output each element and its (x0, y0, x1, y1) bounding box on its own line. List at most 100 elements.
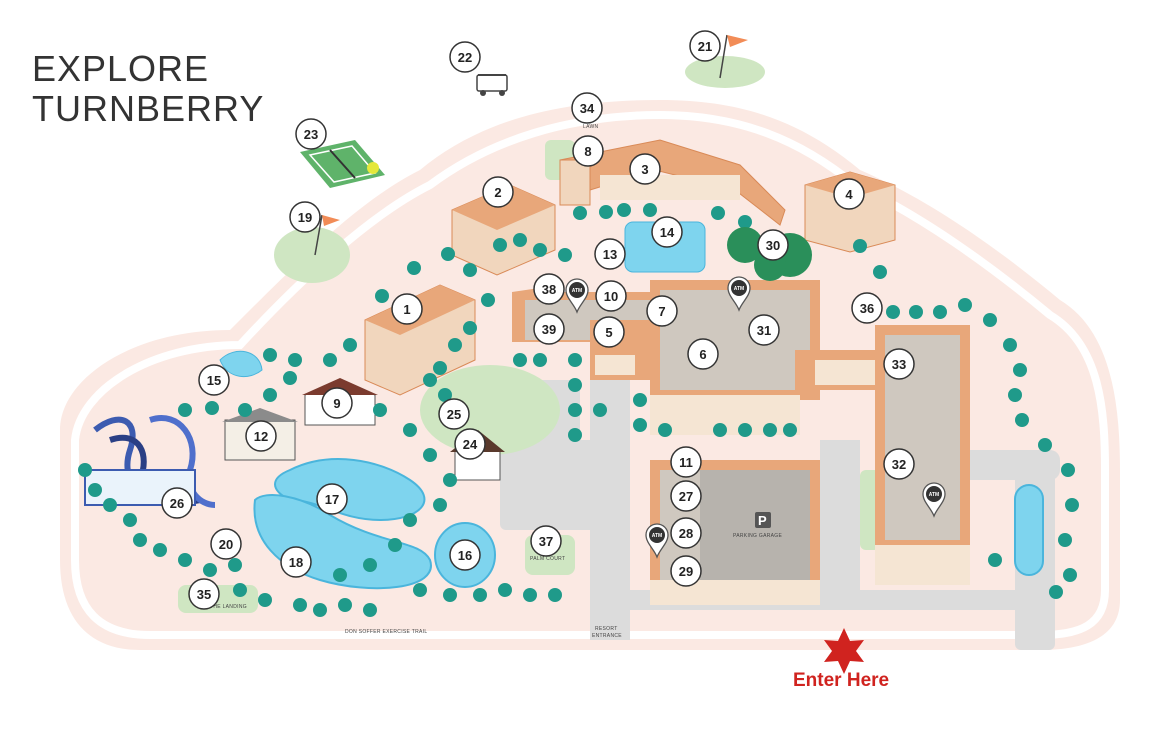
marker-number: 13 (603, 247, 617, 262)
atm-pin-icon[interactable]: ATM (565, 278, 589, 314)
marker-number: 39 (542, 322, 556, 337)
location-marker-24[interactable]: 24 (454, 428, 486, 460)
marker-number: 12 (254, 429, 268, 444)
location-marker-25[interactable]: 25 (438, 398, 470, 430)
atm-pin-icon[interactable]: ATM (922, 482, 946, 518)
location-marker-7[interactable]: 7 (646, 295, 678, 327)
marker-number: 6 (699, 347, 706, 362)
palm-tree-icon (123, 513, 137, 527)
marker-circle (210, 528, 242, 560)
marker-number: 28 (679, 526, 693, 541)
palm-tree-icon (573, 206, 587, 220)
map-title-line-1: EXPLORE (32, 48, 210, 89)
palm-tree-icon (1038, 438, 1052, 452)
palm-tree-icon (388, 538, 402, 552)
location-marker-11[interactable]: 11 (670, 446, 702, 478)
location-marker-34[interactable]: 34 (571, 92, 603, 124)
golf-cart-icon (476, 74, 508, 96)
location-marker-12[interactable]: 12 (245, 420, 277, 452)
location-marker-20[interactable]: 20 (210, 528, 242, 560)
palm-tree-icon (558, 248, 572, 262)
location-marker-13[interactable]: 13 (594, 238, 626, 270)
marker-number: 34 (580, 101, 595, 116)
location-marker-30[interactable]: 30 (757, 229, 789, 261)
marker-circle (851, 292, 883, 324)
location-marker-36[interactable]: 36 (851, 292, 883, 324)
marker-circle (533, 313, 565, 345)
location-marker-19[interactable]: 19 (289, 201, 321, 233)
palm-tree-icon (333, 568, 347, 582)
palm-tree-icon (738, 215, 752, 229)
location-marker-4[interactable]: 4 (833, 178, 865, 210)
location-marker-29[interactable]: 29 (670, 555, 702, 587)
location-marker-27[interactable]: 27 (670, 480, 702, 512)
marker-circle (670, 480, 702, 512)
location-marker-31[interactable]: 31 (748, 314, 780, 346)
palm-tree-icon (1003, 338, 1017, 352)
location-marker-8[interactable]: 8 (572, 135, 604, 167)
marker-number: 27 (679, 489, 693, 504)
location-marker-16[interactable]: 16 (449, 539, 481, 571)
palm-tree-icon (288, 353, 302, 367)
location-marker-39[interactable]: 39 (533, 313, 565, 345)
palm-tree-icon (783, 423, 797, 437)
palm-tree-icon (178, 553, 192, 567)
palm-tree-icon (443, 588, 457, 602)
location-marker-33[interactable]: 33 (883, 348, 915, 380)
location-marker-15[interactable]: 15 (198, 364, 230, 396)
location-marker-22[interactable]: 22 (449, 41, 481, 73)
atm-pin-icon[interactable]: ATM (645, 523, 669, 559)
location-marker-18[interactable]: 18 (280, 546, 312, 578)
location-marker-9[interactable]: 9 (321, 387, 353, 419)
atm-pins: ATM ATM ATM ATM (565, 276, 946, 559)
marker-number: 22 (458, 50, 472, 65)
resort-entrance-label-2: ENTRANCE (592, 633, 622, 639)
location-marker-21[interactable]: 21 (689, 30, 721, 62)
lawn-label: LAWN (583, 124, 599, 130)
location-marker-26[interactable]: 26 (161, 487, 193, 519)
palm-tree-icon (407, 261, 421, 275)
marker-circle (161, 487, 193, 519)
marker-circle (533, 273, 565, 305)
location-marker-10[interactable]: 10 (595, 280, 627, 312)
marker-number: 31 (757, 323, 771, 338)
palm-tree-icon (1058, 533, 1072, 547)
palm-tree-icon (433, 361, 447, 375)
location-marker-38[interactable]: 38 (533, 273, 565, 305)
location-marker-23[interactable]: 23 (295, 118, 327, 150)
svg-text:ATM: ATM (572, 288, 582, 294)
golf-flag-icon (719, 34, 748, 79)
marker-circle (670, 555, 702, 587)
atm-pin-icon[interactable]: ATM (727, 276, 751, 312)
marker-circle (316, 483, 348, 515)
perimeter-path (71, 110, 1109, 639)
palm-tree-icon (403, 513, 417, 527)
palm-tree-icon (568, 353, 582, 367)
location-marker-14[interactable]: 14 (651, 216, 683, 248)
marker-circle (883, 448, 915, 480)
location-marker-6[interactable]: 6 (687, 338, 719, 370)
palm-tree-icon (228, 558, 242, 572)
marker-circle (449, 539, 481, 571)
the-landing-label: THE LANDING (210, 604, 247, 610)
palm-tree-icon (423, 373, 437, 387)
location-marker-1[interactable]: 1 (391, 293, 423, 325)
palm-tree-icon (568, 403, 582, 417)
location-marker-2[interactable]: 2 (482, 176, 514, 208)
location-marker-17[interactable]: 17 (316, 483, 348, 515)
palm-tree-icon (1065, 498, 1079, 512)
palm-tree-icon (568, 428, 582, 442)
location-marker-32[interactable]: 32 (883, 448, 915, 480)
marker-circle (594, 238, 626, 270)
location-marker-37[interactable]: 37 (530, 525, 562, 557)
location-marker-35[interactable]: 35 (188, 578, 220, 610)
palm-tree-icon (88, 483, 102, 497)
palm-tree-icon (153, 543, 167, 557)
location-marker-5[interactable]: 5 (593, 316, 625, 348)
location-marker-3[interactable]: 3 (629, 153, 661, 185)
marker-number: 7 (658, 304, 665, 319)
location-marker-28[interactable]: 28 (670, 517, 702, 549)
marker-circle (651, 216, 683, 248)
palm-tree-icon (633, 393, 647, 407)
